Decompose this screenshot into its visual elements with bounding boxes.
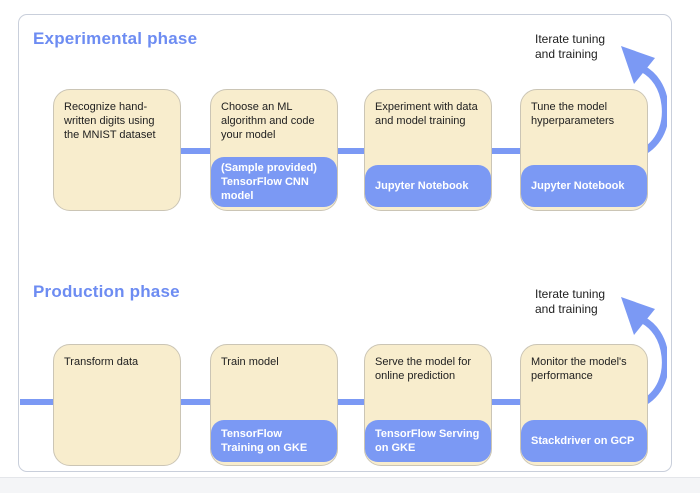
step-description: Tune the model hyperparameters xyxy=(531,101,615,127)
flow-line xyxy=(59,148,643,154)
step-box: Choose an ML algorithm and code your mod… xyxy=(210,89,338,211)
step-box: Serve the model for online prediction Te… xyxy=(364,344,492,466)
step-description: Recognize hand-written digits using the … xyxy=(64,101,156,141)
tool-badge: (Sample provided) TensorFlow CNN model xyxy=(211,157,337,207)
iterate-arrow-icon xyxy=(621,297,667,408)
step-description: Train model xyxy=(221,356,279,368)
phase-title-experimental: Experimental phase xyxy=(33,29,198,48)
step-description: Monitor the model's performance xyxy=(531,356,627,382)
iterate-label: Iterate tuning and training xyxy=(535,32,606,61)
step-box: Experiment with data and model training … xyxy=(364,89,492,211)
phase-title-production: Production phase xyxy=(33,282,180,301)
step-box: Tune the model hyperparameters Jupyter N… xyxy=(520,89,648,211)
tool-badge: TensorFlow Training on GKE xyxy=(211,420,337,462)
step-description: Experiment with data and model training xyxy=(375,101,478,127)
step-box: Transform data xyxy=(53,344,181,466)
tool-badge: TensorFlow Serving on GKE xyxy=(365,420,491,462)
tool-badge: Jupyter Notebook xyxy=(365,165,491,207)
footer-bar xyxy=(0,477,700,493)
tool-badge: Stackdriver on GCP xyxy=(521,420,647,462)
step-box: Monitor the model's performance Stackdri… xyxy=(520,344,648,466)
diagram-card: Experimental phase Iterate tuning and tr… xyxy=(18,14,672,472)
step-box: Recognize hand-written digits using the … xyxy=(53,89,181,211)
iterate-label: Iterate tuning and training xyxy=(535,287,606,316)
tool-badge: Jupyter Notebook xyxy=(521,165,647,207)
step-description: Transform data xyxy=(64,356,139,368)
iterate-arrow-icon xyxy=(621,46,667,157)
step-description: Serve the model for online prediction xyxy=(375,356,471,382)
step-description: Choose an ML algorithm and code your mod… xyxy=(221,101,315,141)
step-box: Train model TensorFlow Training on GKE xyxy=(210,344,338,466)
